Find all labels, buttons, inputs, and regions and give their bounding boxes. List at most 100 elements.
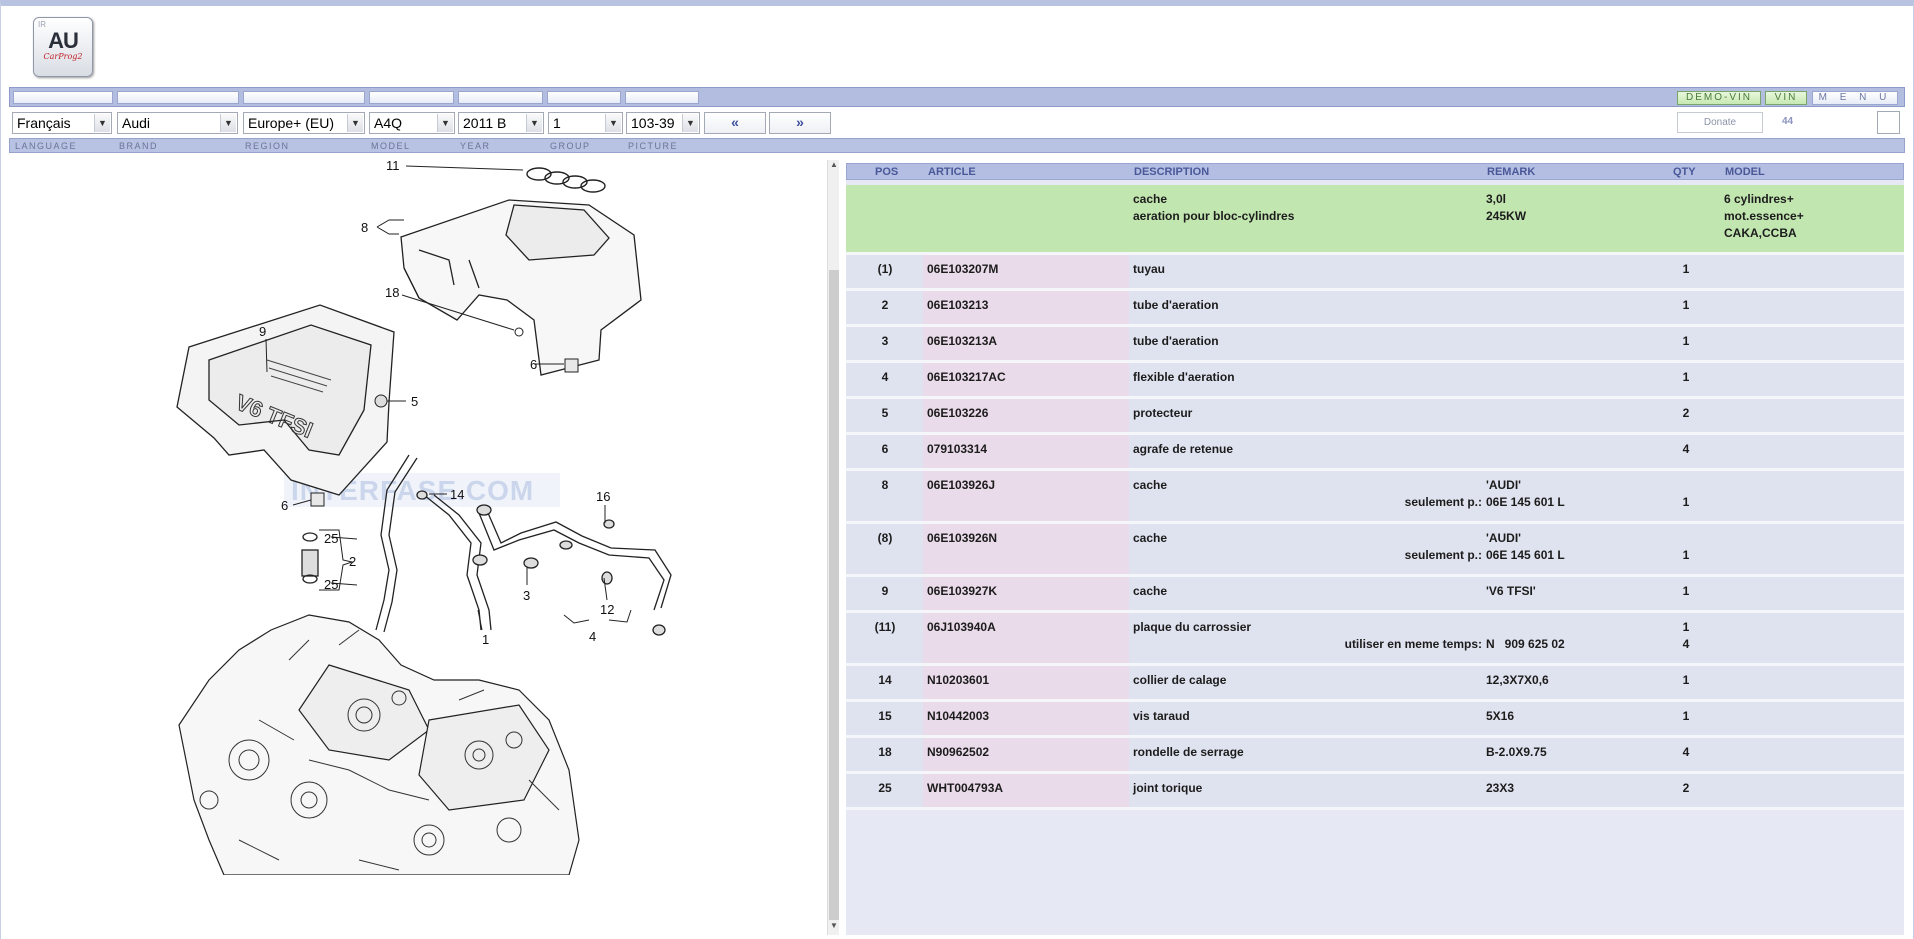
callout-14[interactable]: 14	[450, 487, 464, 502]
chevron-down-icon: ▼	[347, 114, 363, 132]
row-article[interactable]: N10203601	[927, 673, 990, 687]
row-remark-label: utiliser en meme temps:	[1344, 637, 1482, 651]
row-article[interactable]: N90962502	[927, 745, 990, 759]
toolbar-blank-button-2[interactable]	[117, 91, 239, 104]
row-article[interactable]: 06E103926J	[927, 478, 996, 492]
previous-picture-button[interactable]: «	[704, 112, 766, 134]
row-article[interactable]: 06E103926N	[927, 531, 998, 545]
row-pos: 5	[881, 406, 889, 420]
toolbar-blank-button-1[interactable]	[13, 91, 113, 104]
row-article[interactable]: 06E103213A	[927, 334, 998, 348]
model-select[interactable]: A4Q▼	[369, 112, 455, 134]
label-language: LANGUAGE	[15, 141, 78, 151]
row-pos: 14	[878, 673, 892, 687]
callout-6-left[interactable]: 6	[281, 498, 288, 513]
diagram-scrollbar[interactable]: ▲ ▼	[827, 160, 839, 935]
row-description: vis taraud	[1133, 709, 1190, 723]
callout-18[interactable]: 18	[385, 285, 399, 300]
row-article[interactable]: 079103314	[927, 442, 988, 456]
row-article[interactable]: N10442003	[927, 709, 990, 723]
header-pos: POS	[875, 166, 899, 178]
callout-6-top[interactable]: 6	[530, 357, 537, 372]
row-qty: 1	[1682, 620, 1690, 634]
brand-select-value: Audi	[122, 115, 151, 131]
callout-16[interactable]: 16	[596, 489, 610, 504]
row-article[interactable]: 06E103927K	[927, 584, 998, 598]
row-pos: 8	[881, 478, 889, 492]
row-article[interactable]: WHT004793A	[927, 781, 1004, 795]
language-select[interactable]: Français▼	[12, 112, 112, 134]
donate-button[interactable]: Donate	[1677, 112, 1763, 133]
callout-1[interactable]: 1	[482, 632, 489, 647]
group-remark-1: 3,0l	[1486, 192, 1507, 206]
chevron-down-icon: ▼	[437, 114, 453, 132]
toolbar-blank-button-5[interactable]	[458, 91, 543, 104]
article-cell-bg	[923, 363, 1129, 396]
callout-9[interactable]: 9	[259, 324, 266, 339]
row-article[interactable]: 06E103217AC	[927, 370, 1006, 384]
callout-12[interactable]: 12	[600, 602, 614, 617]
vin-button[interactable]: VIN	[1765, 91, 1807, 105]
row-description: collier de calage	[1133, 673, 1227, 687]
row-qty: 1	[1682, 673, 1690, 687]
toolbar-blank-button-4[interactable]	[369, 91, 454, 104]
row-article[interactable]: 06J103940A	[927, 620, 996, 634]
article-cell-bg	[923, 613, 1129, 663]
row-pos: 4	[881, 370, 889, 384]
callout-25-top[interactable]: 25	[324, 531, 338, 546]
row-pos: (11)	[874, 620, 896, 634]
brand-select[interactable]: Audi▼	[117, 112, 238, 134]
callout-4[interactable]: 4	[589, 629, 596, 644]
callout-5[interactable]: 5	[411, 394, 418, 409]
scroll-up-icon[interactable]: ▲	[830, 160, 838, 169]
region-select[interactable]: Europe+ (EU)▼	[243, 112, 365, 134]
callout-25-bottom[interactable]: 25	[324, 577, 338, 592]
callout-11[interactable]: 11	[386, 160, 400, 173]
demo-vin-button[interactable]: DEMO-VIN	[1677, 91, 1761, 105]
callout-2[interactable]: 2	[349, 554, 356, 569]
row-pos: 6	[881, 442, 889, 456]
article-cell-bg	[923, 255, 1129, 288]
row-pos: 18	[878, 745, 892, 759]
counter-text: 44	[1782, 116, 1794, 127]
chevron-down-icon: ▼	[682, 114, 698, 132]
toolbar-blank-button-7[interactable]	[625, 91, 699, 104]
scroll-down-icon[interactable]: ▼	[830, 921, 838, 930]
callout-3[interactable]: 3	[523, 588, 530, 603]
next-picture-button[interactable]: »	[769, 112, 831, 134]
row-article[interactable]: 06E103226	[927, 406, 989, 420]
blank-input-box[interactable]	[1877, 111, 1900, 134]
header-qty: QTY	[1673, 166, 1696, 178]
parts-diagram[interactable]: INTERFASE.COM V6 TFSI	[9, 160, 825, 875]
parts-diagram-drawing: INTERFASE.COM V6 TFSI	[176, 160, 672, 875]
picture-select[interactable]: 103-39▼	[626, 112, 700, 134]
callout-8[interactable]: 8	[361, 220, 368, 235]
scrollbar-thumb[interactable]	[829, 270, 839, 920]
row-pos: 9	[881, 584, 889, 598]
row-qty: 1	[1682, 298, 1690, 312]
toolbar-blank-button-3[interactable]	[243, 91, 365, 104]
year-select[interactable]: 2011 B▼	[458, 112, 544, 134]
row-article[interactable]: 06E103213	[927, 298, 989, 312]
group-select[interactable]: 1▼	[548, 112, 623, 134]
row-article[interactable]: 06E103207M	[927, 262, 999, 276]
article-cell-bg	[923, 702, 1129, 735]
toolbar-blank-button-6[interactable]	[547, 91, 621, 104]
label-picture: PICTURE	[628, 141, 679, 151]
menu-button[interactable]: M E N U	[1812, 91, 1898, 105]
chevron-down-icon: ▼	[526, 114, 542, 132]
